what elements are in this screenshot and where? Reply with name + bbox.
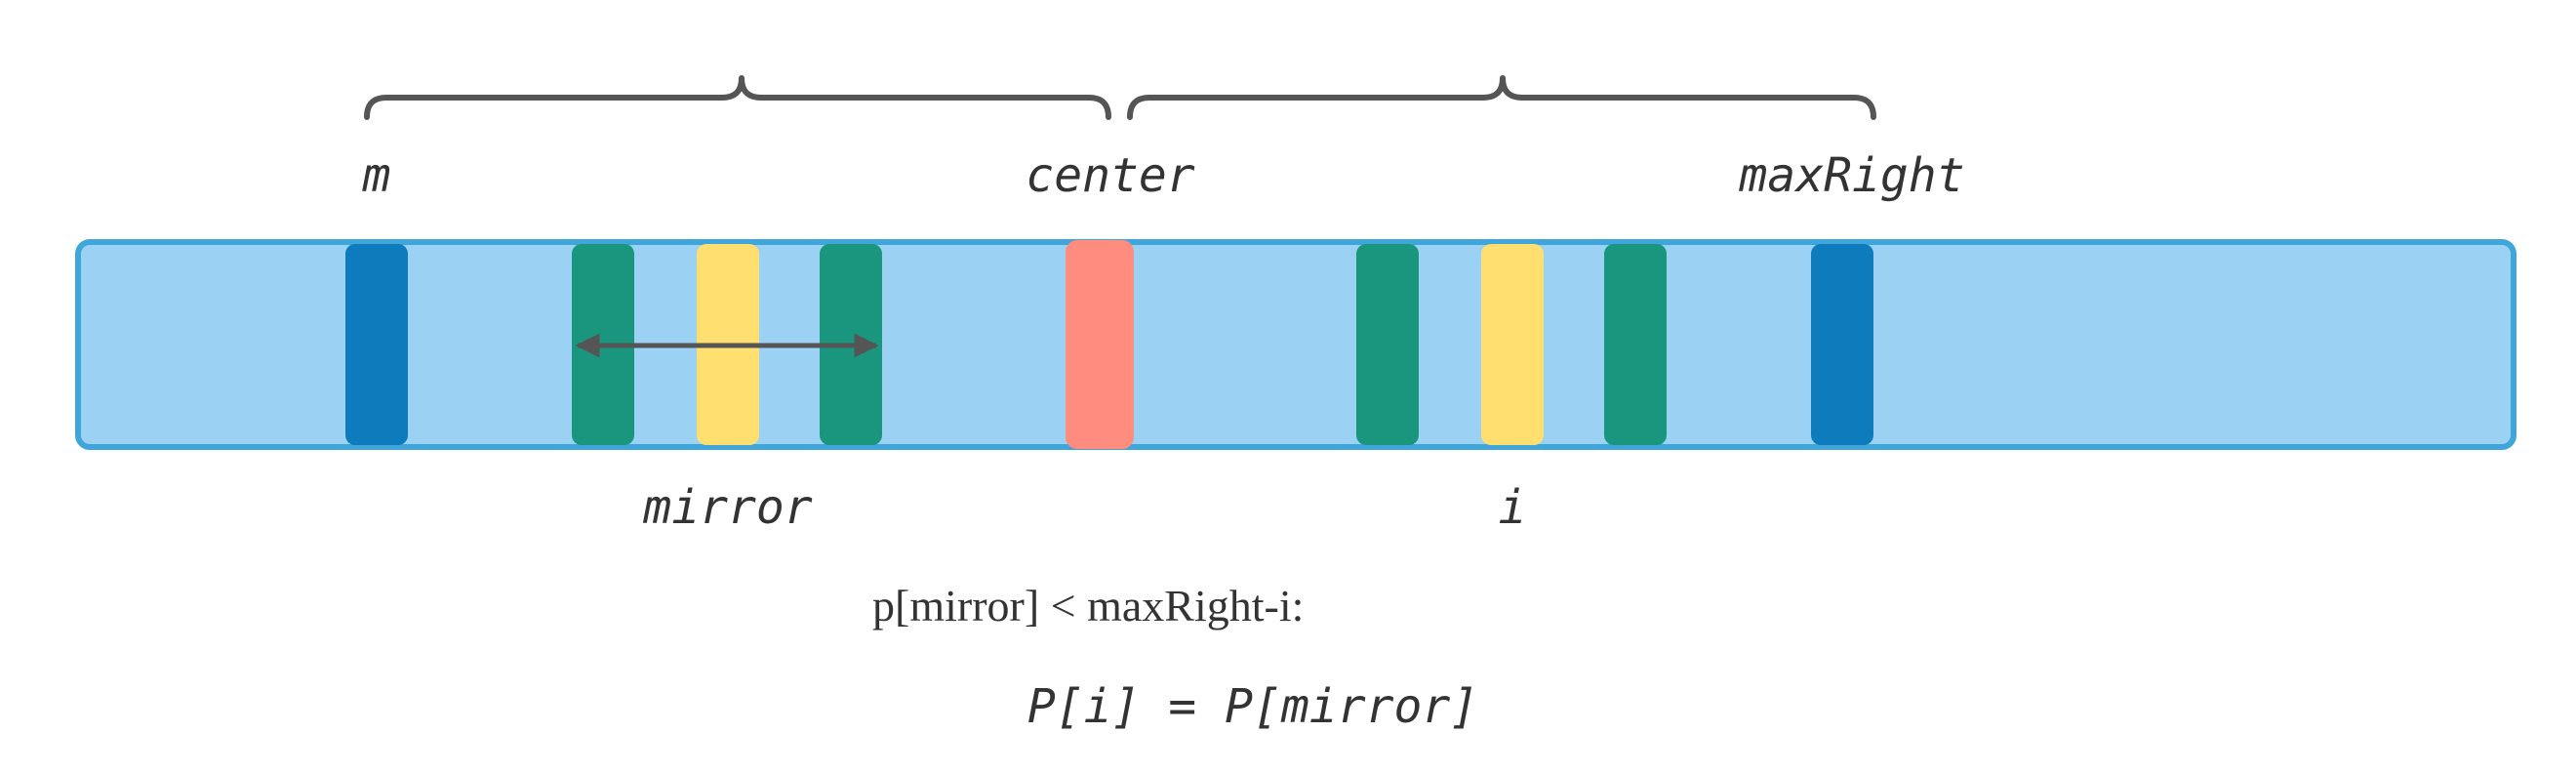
label-m: m xyxy=(362,148,391,203)
bar-center xyxy=(1066,240,1134,449)
bar-max-right-boundary xyxy=(1811,244,1873,445)
label-center: center xyxy=(1026,148,1194,203)
formula-text: P[i] = P[mirror] xyxy=(1027,679,1478,734)
label-max-right: maxRight xyxy=(1738,148,1964,203)
condition-text: p[mirror] < maxRight-i: xyxy=(872,581,1304,631)
label-mirror: mirror xyxy=(642,480,812,535)
bar-i-center xyxy=(1481,244,1544,445)
right-brace xyxy=(1127,75,1876,120)
bar-i-left xyxy=(1356,244,1419,445)
left-brace xyxy=(364,75,1111,120)
label-i: i xyxy=(1499,480,1527,535)
bar-i-right xyxy=(1604,244,1667,445)
bar-m-boundary xyxy=(345,244,408,445)
array-strip xyxy=(75,239,2516,450)
